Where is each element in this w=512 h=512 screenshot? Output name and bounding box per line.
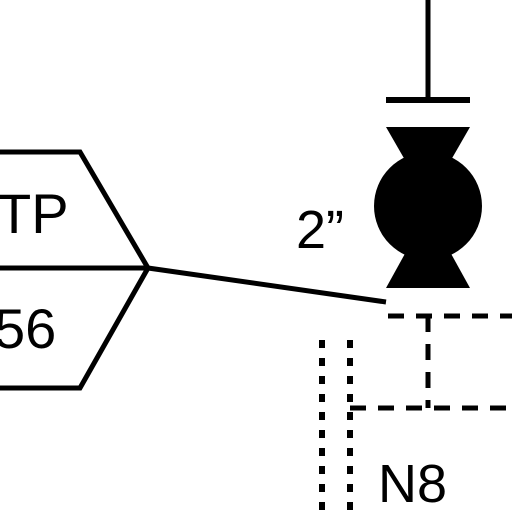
valve-size-label: 2” [296, 200, 344, 260]
valve-body[interactable] [374, 127, 482, 288]
instrument-tag[interactable]: TP 56 [0, 149, 151, 391]
tag-leader-line [147, 265, 387, 305]
valve-actuator[interactable] [386, 0, 470, 103]
instrument-loop-number: 56 [0, 297, 56, 360]
line-label: N8 [378, 454, 447, 512]
valve-ball [374, 152, 482, 260]
instrument-function-letters: TP [0, 182, 69, 245]
signal-lines [319, 313, 512, 512]
